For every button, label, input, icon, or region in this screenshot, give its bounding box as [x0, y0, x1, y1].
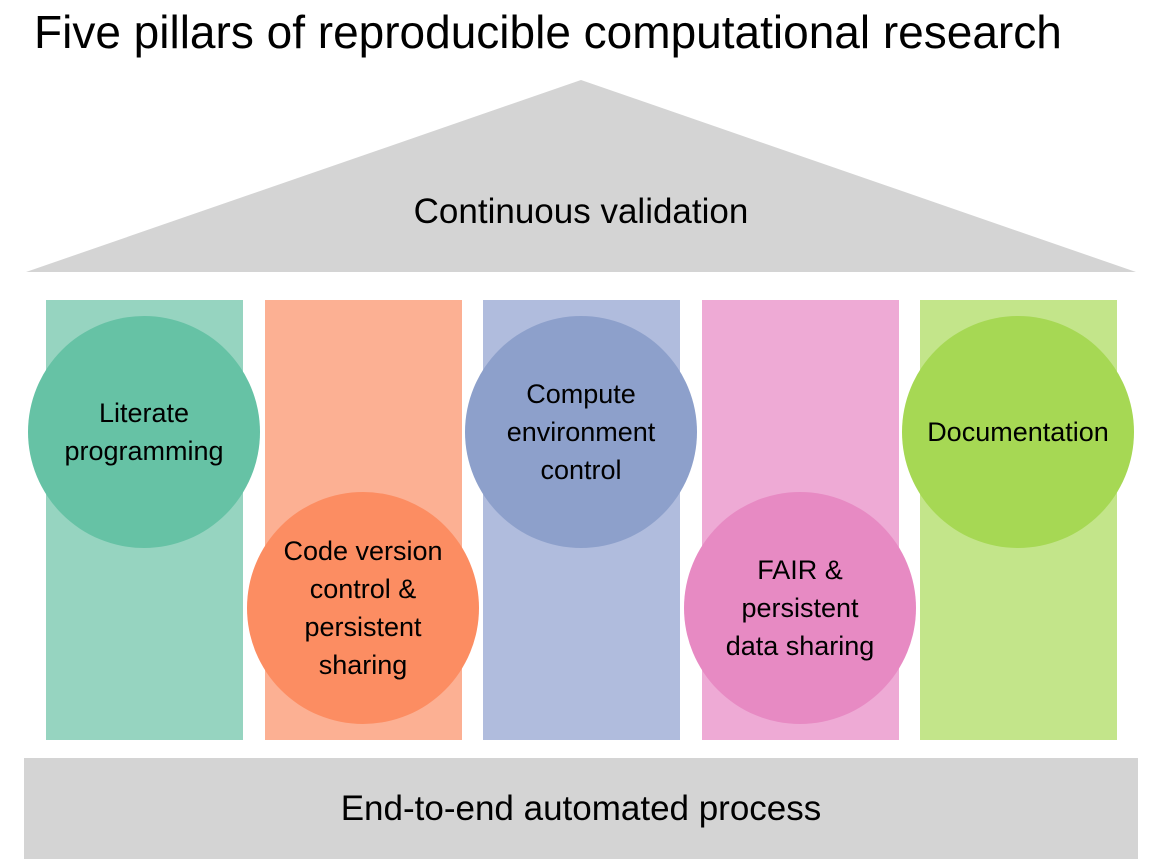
- base-label: End-to-end automated process: [340, 788, 822, 828]
- pillar-label-line: Compute: [526, 379, 636, 409]
- base-foundation: End-to-end automated process: [24, 758, 1138, 859]
- pillar-label-line: programming: [64, 436, 224, 466]
- diagram-title: Five pillars of reproducible computation…: [34, 6, 1062, 58]
- pillar-circle-compute-environment: Compute environment control: [465, 316, 697, 548]
- pillar-label-line: control: [540, 455, 622, 485]
- pillar-circle-literate-programming: Literate programming: [28, 316, 260, 548]
- roof-shape: [26, 80, 1136, 272]
- pillar-label-line: FAIR &: [757, 555, 843, 585]
- pillar-label-line: environment: [506, 417, 656, 447]
- pillar-label-line: control &: [309, 574, 417, 604]
- roof: [26, 80, 1136, 272]
- pillar-circle-documentation: Documentation: [902, 316, 1134, 548]
- pillar-label-line: Documentation: [927, 417, 1109, 447]
- pillar-circle-fair-data-sharing: FAIR & persistent data sharing: [684, 492, 916, 724]
- pillar-label-line: data sharing: [725, 631, 875, 661]
- pillar-label-line: Code version: [283, 536, 443, 566]
- pillar-label-line: persistent: [741, 593, 859, 623]
- pillar-circle-code-version-control: Code version control & persistent sharin…: [247, 492, 479, 724]
- pillar-label-line: Literate: [98, 398, 190, 428]
- roof-label: Continuous validation: [413, 192, 749, 231]
- pillar-label-line: persistent: [304, 612, 422, 642]
- pillar-label-line: sharing: [318, 650, 408, 680]
